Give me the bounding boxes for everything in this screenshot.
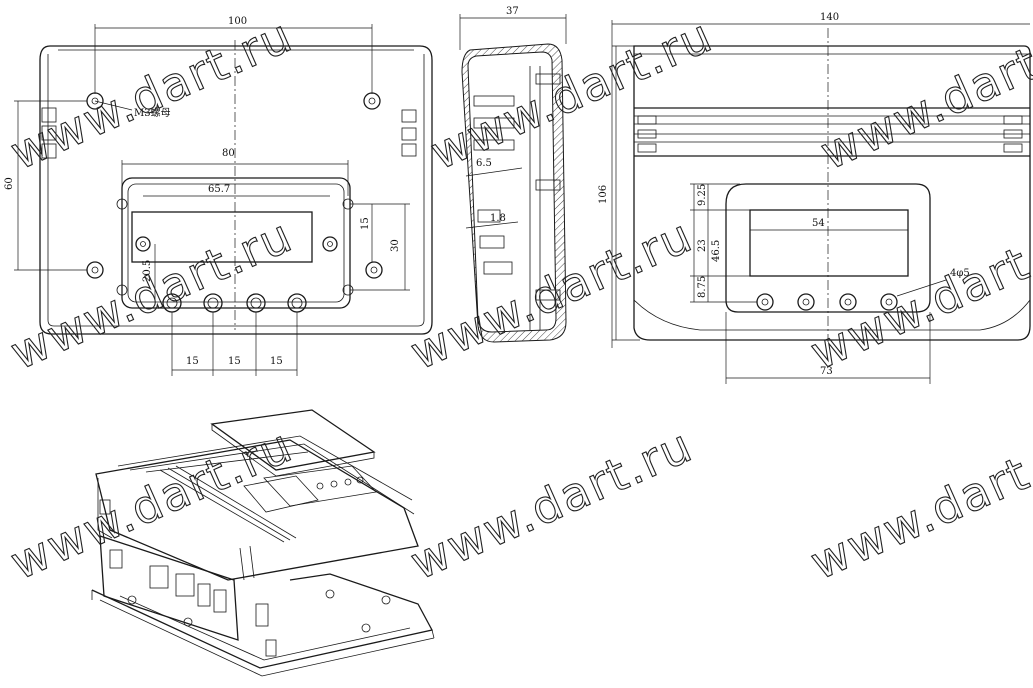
top-dim-bottom-offset: 8.75 [697,276,708,298]
side-view: 37 6.5 1.8 [459,6,567,343]
front-dim-bottom-offset: 20.5 [142,260,153,282]
top-note-holes: 4φ5 [950,268,970,279]
watermark-text: www.dart.ru [803,208,1033,380]
watermark-text: www.dart.ru [3,418,301,590]
top-dim-height: 106 [598,185,609,204]
front-dim-button-pitch-1: 15 [186,356,199,367]
watermark-text: www.dart.ru [403,418,701,590]
watermark-text: www.dart.ru [803,418,1033,590]
front-dim-button-pitch-3: 15 [270,356,283,367]
side-dim-step: 6.5 [476,158,492,169]
top-dim-top-offset: 9.25 [697,184,708,206]
isometric-view [91,409,435,677]
top-dim-middle: 23 [697,239,708,252]
top-dim-width: 140 [820,12,839,23]
front-dim-frame-height: 30 [390,239,401,252]
front-dim-height: 60 [4,177,15,190]
watermark-layer: www.dart.ru www.dart.ru www.dart.ru www.… [2,7,1033,590]
watermark-text: www.dart.ru [813,8,1033,180]
front-note-hole: M3螺母 [134,107,171,119]
front-dim-window-height: 15 [360,217,371,230]
front-dim-inner-width: 80 [222,148,235,159]
top-dim-total: 46.5 [711,240,722,262]
watermark-text: www.dart.ru [403,208,701,380]
top-dim-bottom-width: 73 [820,366,833,377]
watermark-text: www.dart.ru [3,8,301,180]
top-dim-window-width: 54 [812,218,825,229]
front-dim-display-width: 65.7 [208,184,230,195]
side-dim-wall: 1.8 [490,213,506,224]
front-view: 100 80 65.7 60 15 30 20.5 15 15 15 M3螺母 [4,16,433,376]
front-dim-button-pitch-2: 15 [228,356,241,367]
side-dim-depth: 37 [506,6,519,17]
top-view: 140 106 54 73 9.25 23 46.5 8.75 4φ5 [598,12,1031,384]
front-dim-width: 100 [228,16,247,27]
